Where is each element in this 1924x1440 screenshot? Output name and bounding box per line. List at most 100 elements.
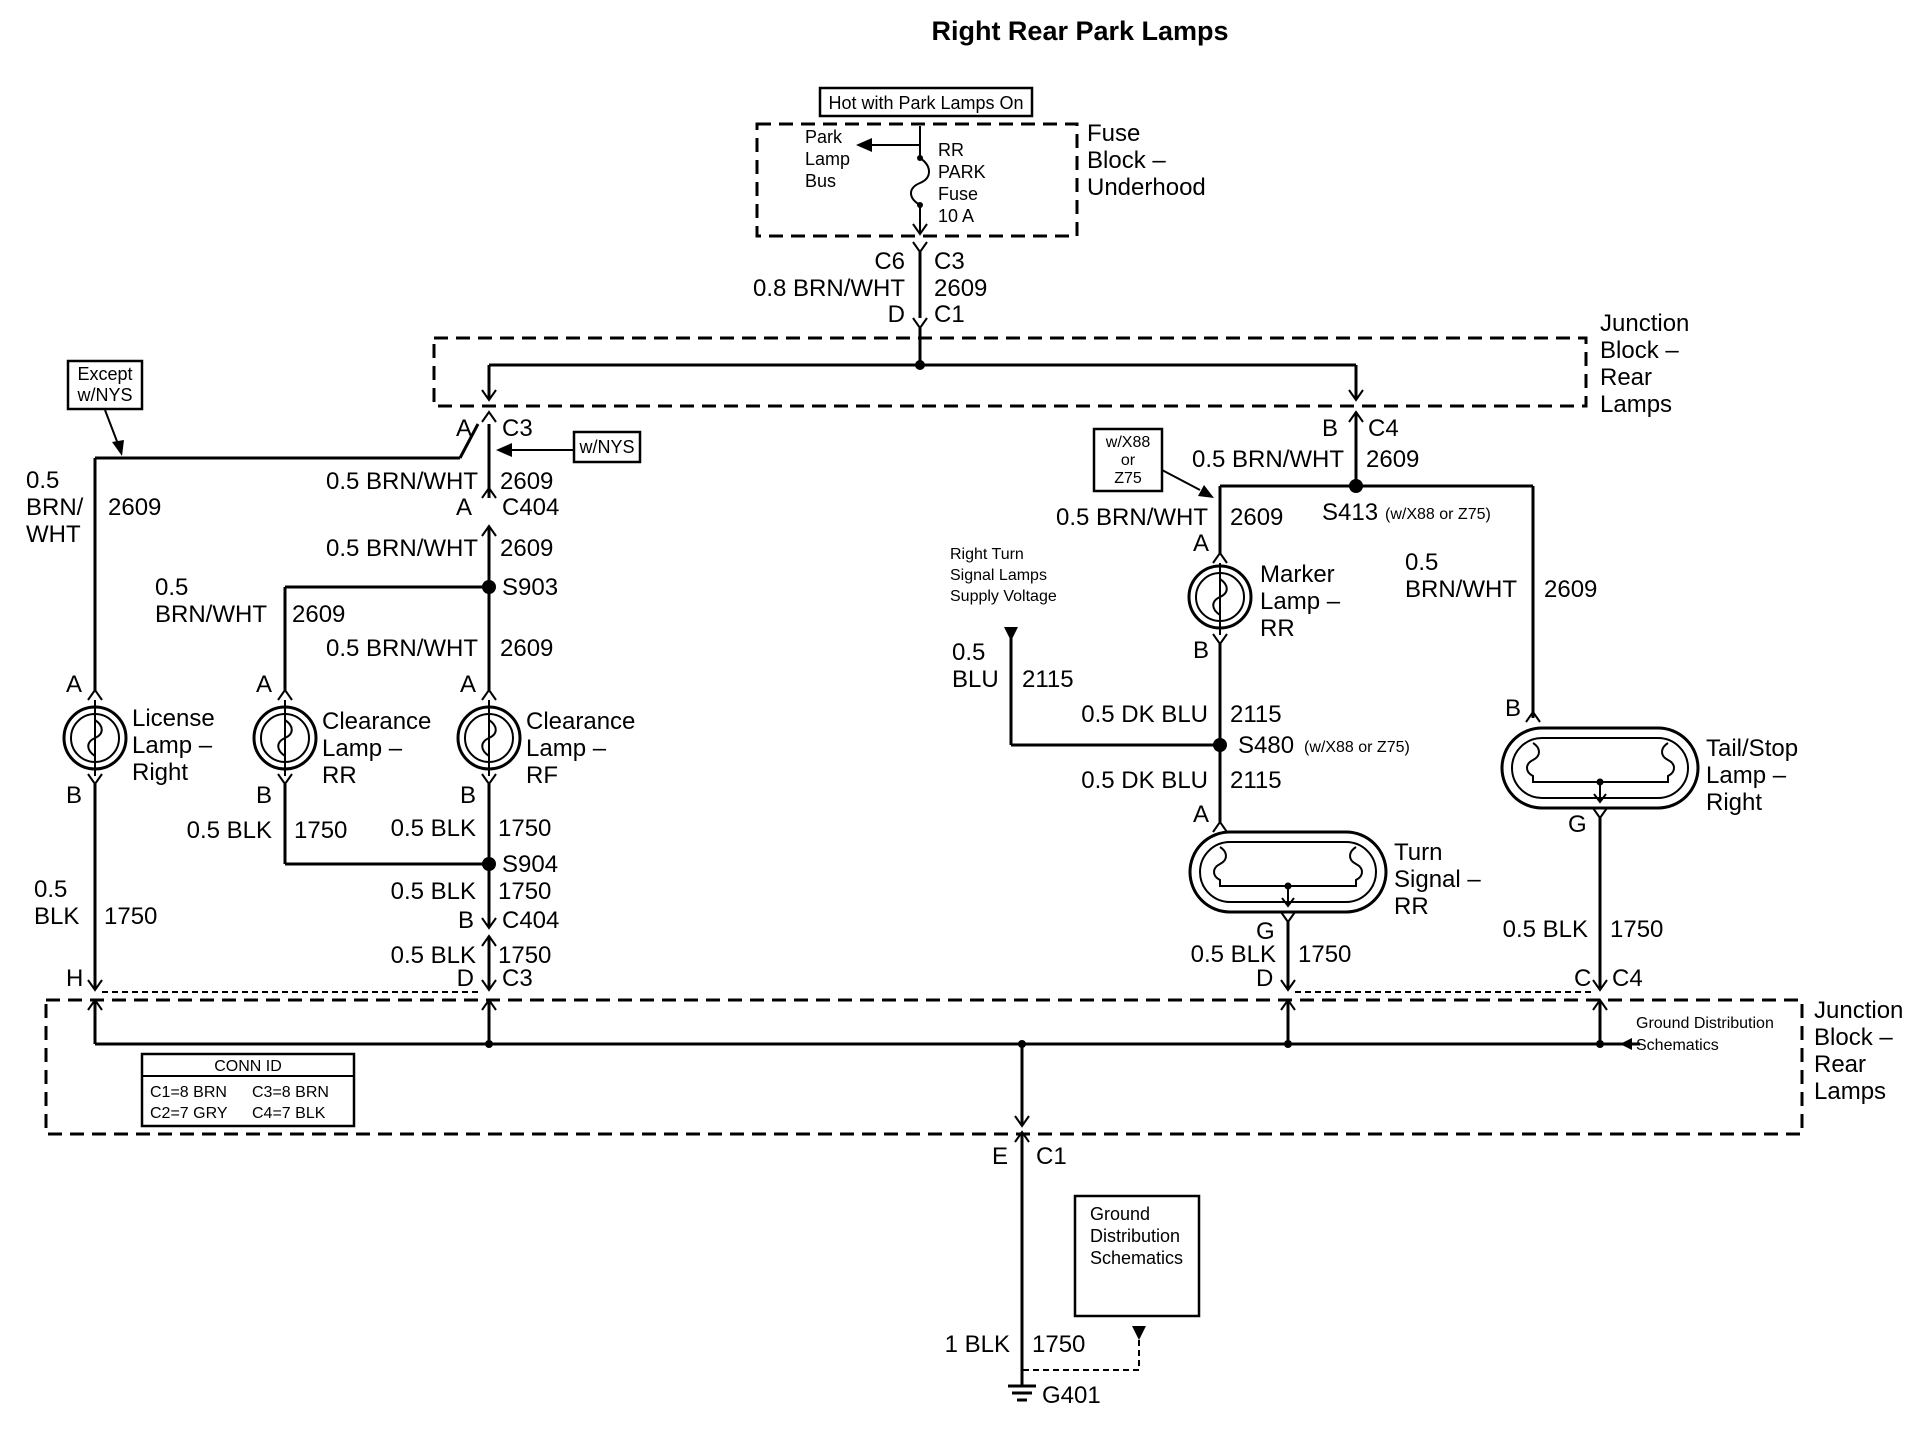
tail-ground-circuit: 1750 [1610, 916, 1663, 943]
s480-label: S480 [1238, 732, 1294, 759]
clearance-lamp-rr: A B Clearance Lamp – RR [252, 671, 431, 809]
clear-rr-name-1: Clearance [322, 708, 431, 735]
feed-conn-left: C6 [874, 248, 905, 275]
fuse-block: Hot with Park Lamps On Fuse Block – Unde… [755, 86, 1206, 238]
left-g3: 0.5 BLK [391, 878, 476, 905]
junction-block-top: Junction Block – Rear Lamps [432, 310, 1689, 418]
tail-lamp-body [1500, 726, 1700, 810]
blu-wire-1: 0.5 [952, 639, 985, 666]
ground-circuit: E C1 1 BLK 1750 Ground Distribution Sche… [945, 1130, 1201, 1409]
dk2-wire: 0.5 DK BLU [1081, 767, 1208, 794]
conn-id-r2c2: C4=7 BLK [252, 1105, 326, 1122]
license-name-2: Lamp – [132, 732, 213, 759]
bus-label-3: Bus [805, 171, 836, 191]
left-d-pin: D [457, 965, 474, 992]
feed-pin: D [888, 301, 905, 328]
left-g2: 0.5 BLK [391, 815, 476, 842]
tail-name-3: Right [1706, 789, 1762, 816]
fuse-block-name-2: Block – [1087, 147, 1166, 174]
s480-note: (w/X88 or Z75) [1304, 739, 1410, 756]
blu-circuit: 2115 [1022, 666, 1074, 693]
left-w2: 0.5 BRN/WHT [326, 535, 478, 562]
bus-arrow-icon [856, 138, 872, 152]
tail-name-2: Lamp – [1706, 762, 1787, 789]
ground-dist-box-arrow-icon [1132, 1326, 1146, 1340]
w-nys: w/NYS [578, 437, 634, 457]
clear-rr-name-2: Lamp – [322, 735, 403, 762]
junction-top-name-3: Rear [1600, 364, 1652, 391]
right-branch: B C4 0.5 BRN/WHT 2609 S413 (w/X88 or Z75… [950, 410, 1798, 993]
turn-lamp-body [1188, 830, 1388, 914]
s903-label: S903 [502, 574, 558, 601]
right-c4-pin: B [1322, 415, 1338, 442]
ground-dist-side-2: Schematics [1636, 1037, 1719, 1054]
ground-dist-arrow-icon [1620, 1038, 1632, 1050]
hot-label-box [818, 86, 1034, 118]
except-nys-1: Except [77, 364, 132, 384]
clear-rf-name-2: Lamp – [526, 735, 607, 762]
marker-circuit: 2609 [1230, 504, 1283, 531]
clear-rf-name-3: RF [526, 762, 558, 789]
junction-top-name-2: Block – [1600, 337, 1679, 364]
s480-splice [1213, 738, 1227, 752]
left-c2: 2609 [500, 535, 553, 562]
left-branch: A C3 Except w/NYS 0.5 BRN/ WHT 2609 w/NY… [26, 359, 642, 993]
fuse-block-outline [755, 122, 1079, 238]
junction-top-name-1: Junction [1600, 310, 1689, 337]
tail-wire-1: 0.5 [1405, 549, 1438, 576]
bus-label-2: Lamp [805, 149, 850, 169]
fuse-label-2: PARK [938, 162, 986, 182]
lic-circuit: 2609 [108, 494, 161, 521]
left-w3: 0.5 BRN/WHT [326, 635, 478, 662]
c404b-pin: B [458, 907, 474, 934]
conn-id-r1c1: C1=8 BRN [150, 1084, 227, 1101]
tail-pin-g: G [1568, 811, 1587, 838]
except-nys-2: w/NYS [76, 385, 132, 405]
ground-dist-box-1: Ground [1090, 1204, 1150, 1224]
fuse-block-name-1: Fuse [1087, 120, 1140, 147]
marker-name-2: Lamp – [1260, 588, 1341, 615]
left-c404: C404 [502, 494, 559, 521]
right-c4: C4 [1368, 415, 1399, 442]
w-x88-box [1092, 427, 1164, 493]
junction-top-name-4: Lamps [1600, 391, 1672, 418]
blu-wire-2: BLU [952, 666, 999, 693]
s413-note: (w/X88 or Z75) [1385, 506, 1491, 523]
feed-wire: 0.8 BRN/WHT [753, 275, 905, 302]
dk1-circuit: 2115 [1230, 701, 1282, 728]
fuse-label-1: RR [938, 140, 964, 160]
except-nys-arrow-icon [112, 440, 124, 456]
turn-supply-1: Right Turn [950, 546, 1024, 563]
marker-pin-b: B [1193, 637, 1209, 664]
lic-h-pin: H [66, 965, 83, 992]
hot-label: Hot with Park Lamps On [828, 93, 1023, 113]
w-nys-box [572, 430, 642, 464]
left-g1: 0.5 BLK [187, 817, 272, 844]
turn-ground-circuit: 1750 [1298, 941, 1351, 968]
ground-circuit-num: 1750 [1032, 1331, 1085, 1358]
marker-name-3: RR [1260, 615, 1295, 642]
right-c1: 2609 [1366, 446, 1419, 473]
left-c3: C3 [502, 415, 533, 442]
turn-name-2: Signal – [1394, 866, 1481, 893]
lic-ground-2: BLK [34, 903, 79, 930]
left-g4: 0.5 BLK [391, 942, 476, 969]
left-gc2: 1750 [498, 815, 551, 842]
junction-top-outline [432, 336, 1588, 408]
junction-bottom-name-2: Block – [1814, 1024, 1893, 1051]
fuse-block-name-3: Underhood [1087, 174, 1206, 201]
w-x88-2: or [1121, 452, 1136, 469]
license-lamp: A B License Lamp – Right [62, 671, 215, 809]
ground-dist-side-1: Ground Distribution [1636, 1015, 1774, 1032]
fuse-label-3: Fuse [938, 184, 978, 204]
marker-wire: 0.5 BRN/WHT [1056, 504, 1208, 531]
dk2-circuit: 2115 [1230, 767, 1282, 794]
feed-circuit: C6 C3 0.8 BRN/WHT 2609 D C1 [753, 241, 987, 330]
junction-block-bottom: Ground Distribution Schematics Junction … [44, 997, 1903, 1136]
ground-dist-box-3: Schematics [1090, 1248, 1183, 1268]
c404b-conn: C404 [502, 907, 559, 934]
tail-circuit: 2609 [1544, 576, 1597, 603]
tail-wire-2: BRN/WHT [1405, 576, 1517, 603]
